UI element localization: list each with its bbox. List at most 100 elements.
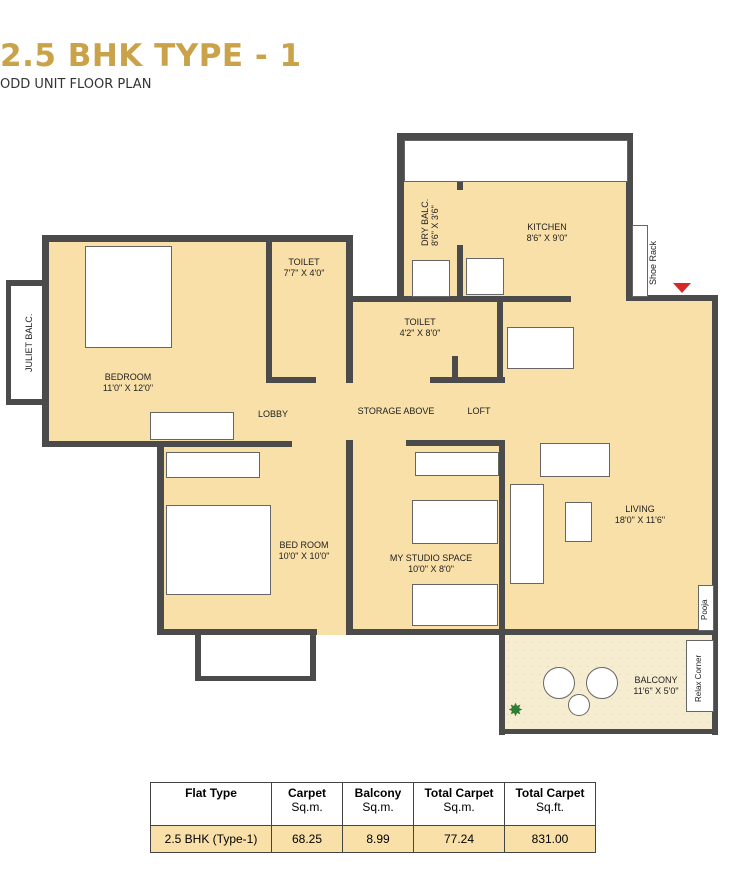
- room-name: TOILET: [404, 317, 436, 327]
- sofa-bed: [412, 500, 498, 544]
- room-name: BALCONY: [634, 675, 678, 685]
- room-size: 11'0" X 12'0": [102, 383, 154, 393]
- room-size: 7'7" X 4'0": [283, 268, 325, 278]
- table-cell: 77.24: [413, 825, 505, 853]
- wall: [6, 280, 46, 286]
- header-title: Carpet: [287, 786, 326, 800]
- table-cell: 2.5 BHK (Type-1): [150, 825, 272, 853]
- pooja-label: Pooja: [700, 599, 709, 620]
- room-size: 8'6" X 3'6": [430, 205, 440, 246]
- wall: [406, 440, 505, 446]
- wardrobe: [415, 452, 499, 476]
- wall: [499, 729, 718, 734]
- table-cell: 8.99: [342, 825, 414, 853]
- sofa: [510, 484, 544, 584]
- header-unit: Sq.m.: [362, 800, 394, 814]
- header-unit: Sq.ft.: [535, 800, 564, 814]
- dry-balcony-label: DRY BALC.8'6" X 3'6": [420, 199, 440, 246]
- table-row: 2.5 BHK (Type-1) 68.25 8.99 77.24 831.00: [150, 825, 596, 853]
- wall: [350, 629, 718, 635]
- bed: [85, 246, 172, 348]
- wall: [626, 133, 633, 301]
- coffee-table: [565, 502, 592, 542]
- wall: [42, 235, 49, 447]
- juliet-balcony-floor: [6, 280, 42, 405]
- loft-label: LOFT: [467, 406, 491, 416]
- wall: [266, 377, 316, 383]
- wall: [457, 245, 463, 301]
- balcony-chair: [586, 667, 618, 699]
- dining-table: [507, 327, 574, 369]
- wall: [195, 676, 316, 681]
- page-title: 2.5 BHK TYPE - 1: [0, 38, 302, 74]
- wall: [195, 635, 201, 680]
- wardrobe: [150, 412, 234, 440]
- room-name: BED ROOM: [279, 540, 329, 550]
- wall: [499, 635, 505, 735]
- room-name: MY STUDIO SPACE: [389, 553, 473, 563]
- wall: [452, 356, 458, 382]
- wall: [626, 295, 718, 301]
- room-size: 10'0" X 10'0": [278, 551, 330, 561]
- wall: [497, 302, 503, 382]
- header-title: Total Carpet: [424, 786, 494, 800]
- wall: [712, 295, 718, 735]
- entry-marker-icon: [673, 283, 691, 293]
- juliet-balcony-label: JULIET BALC.: [24, 313, 34, 372]
- room-name: LIVING: [625, 504, 655, 514]
- fridge: [466, 258, 504, 295]
- wall: [397, 133, 404, 301]
- wall: [157, 629, 317, 635]
- table-cell: 831.00: [504, 825, 596, 853]
- shoe-rack: [632, 225, 648, 297]
- wall: [310, 635, 316, 680]
- page-subtitle: ODD UNIT FLOOR PLAN: [0, 77, 152, 92]
- wall: [157, 447, 164, 635]
- wall: [6, 280, 11, 405]
- wall: [430, 377, 505, 383]
- shoe-rack-label: Shoe Rack: [648, 240, 658, 285]
- sofa: [540, 443, 610, 477]
- wall: [6, 399, 46, 405]
- toilet2-floor: [350, 300, 500, 380]
- header-unit: Sq.m.: [291, 800, 323, 814]
- sofa-bed: [412, 584, 498, 626]
- wall: [42, 235, 352, 242]
- washing-machine: [412, 260, 450, 297]
- table-cell: 68.25: [271, 825, 343, 853]
- bed: [166, 505, 271, 595]
- lobby-label: LOBBY: [257, 409, 289, 419]
- header-title: Total Carpet: [515, 786, 585, 800]
- room-size: 10'0" X 8'0": [408, 564, 454, 574]
- wall: [42, 441, 292, 447]
- storage-label: STORAGE ABOVE: [357, 406, 435, 416]
- pooja-unit: [698, 585, 714, 631]
- header-title: Balcony: [354, 786, 402, 800]
- room-size: 18'0" X 11'6": [614, 515, 666, 525]
- column-header: Flat Type: [150, 782, 272, 826]
- room-name: BEDROOM: [104, 372, 152, 382]
- relax-corner-label: Relax Corner: [694, 654, 703, 702]
- wall: [397, 133, 632, 140]
- room-size: 8'6" X 9'0": [526, 233, 568, 243]
- balcony-table: [568, 694, 590, 716]
- lobby-floor: [240, 380, 505, 447]
- header-title: Flat Type: [185, 786, 237, 800]
- toilet1-floor: [272, 235, 350, 380]
- room-size: 4'2" X 8'0": [399, 328, 441, 338]
- kitchen-counter: [404, 140, 628, 182]
- wall: [346, 440, 353, 635]
- balcony-chair: [543, 667, 575, 699]
